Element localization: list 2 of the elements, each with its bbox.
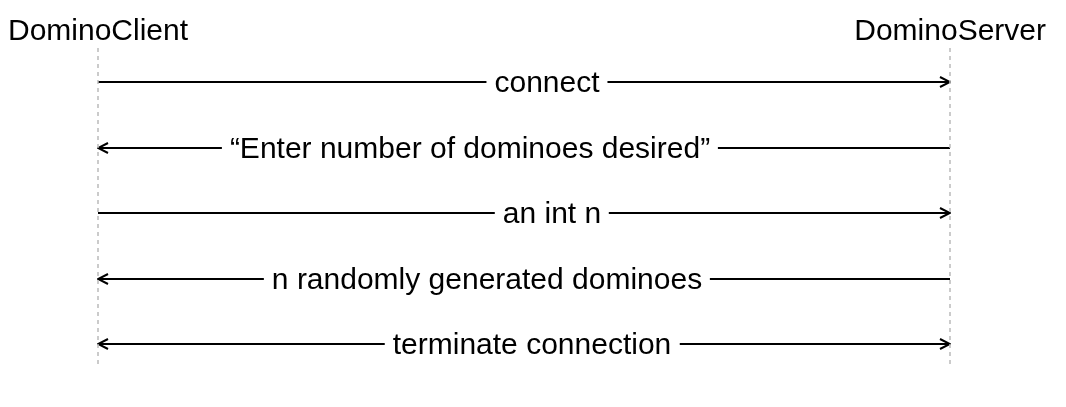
participant-label: DominoServer <box>854 12 1046 48</box>
participant-label: DominoClient <box>8 12 189 48</box>
